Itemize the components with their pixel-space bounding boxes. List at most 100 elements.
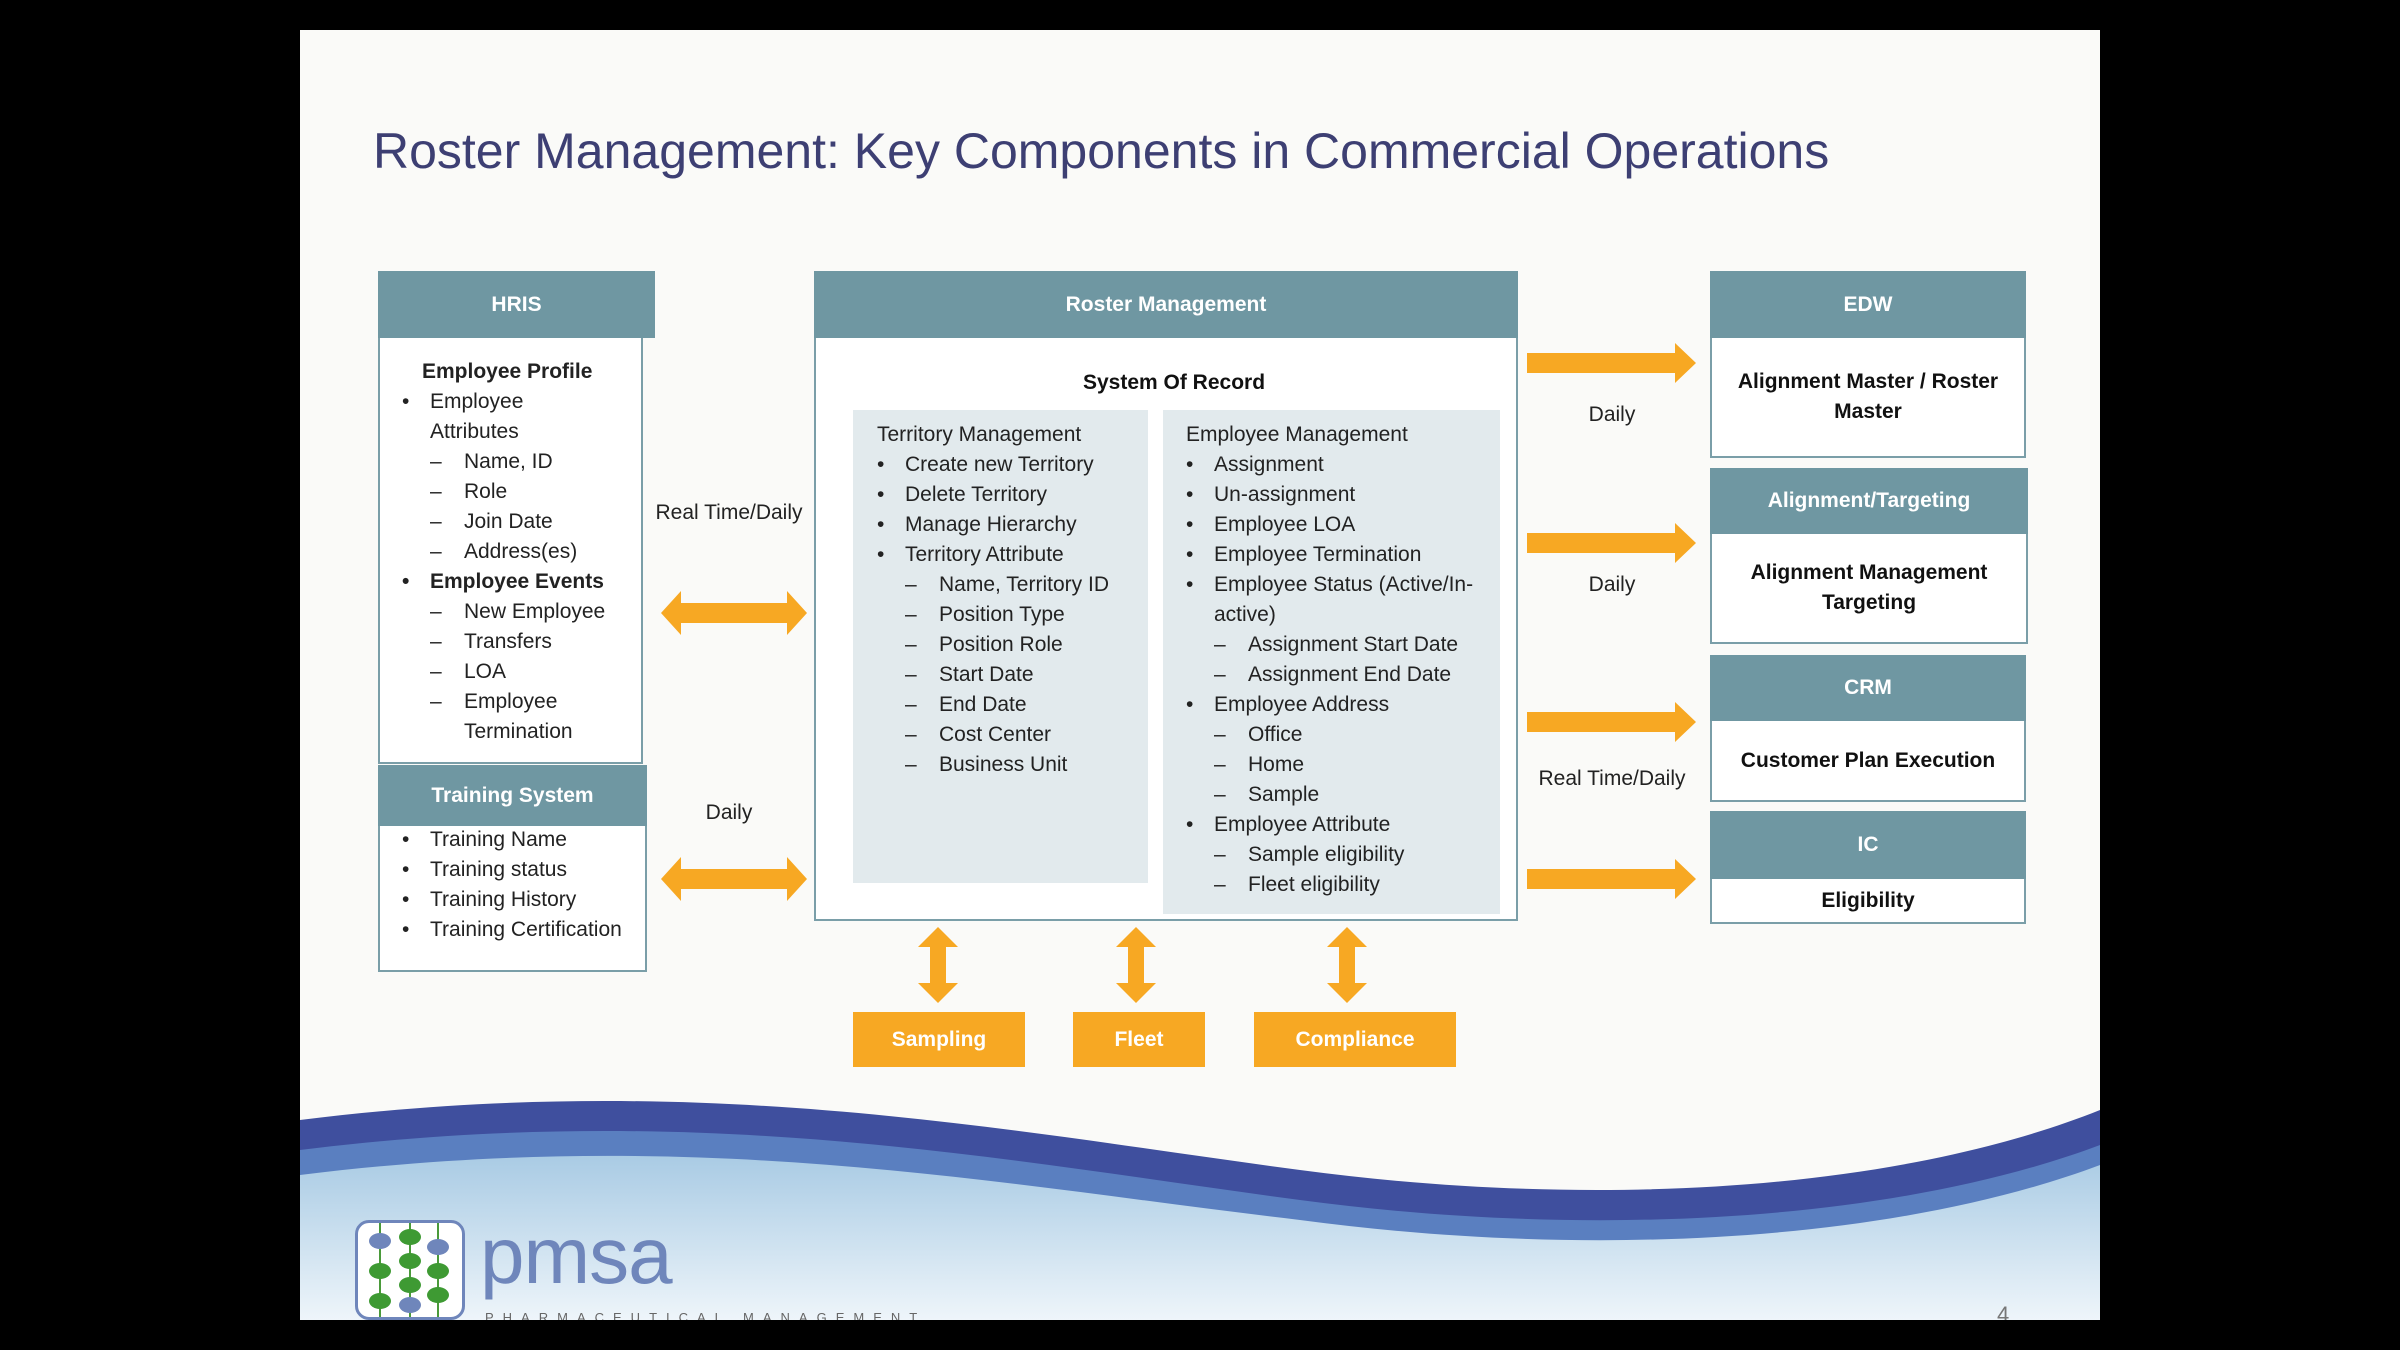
ic-header: IC xyxy=(1710,811,2026,879)
compliance-box: Compliance xyxy=(1254,1012,1456,1067)
bullet-icon: • xyxy=(877,543,885,566)
list-item-text: End Date xyxy=(939,693,1027,716)
list-heading: Employee Profile xyxy=(422,357,615,387)
sampling-box: Sampling xyxy=(853,1012,1025,1067)
dash-icon: – xyxy=(1214,753,1226,776)
employee-list: Employee Management • Assignment • Un-assign… xyxy=(1186,420,1494,900)
label-alignment-sync: Daily xyxy=(1588,573,1636,596)
list-item: –Fleet eligibility xyxy=(1214,870,1494,900)
list-item-text: Employee Profile xyxy=(422,360,593,383)
bullet-icon: • xyxy=(1186,573,1194,596)
dash-icon: – xyxy=(905,693,917,716)
bullet-icon: • xyxy=(1186,483,1194,506)
list-item-text: Fleet eligibility xyxy=(1248,873,1380,896)
bullet-icon: • xyxy=(402,570,410,593)
list-item: •Training History xyxy=(402,885,625,915)
list-item-text: New Employee xyxy=(464,600,606,623)
list-item: –Assignment End Date xyxy=(1214,660,1494,690)
dash-icon: – xyxy=(905,633,917,656)
edw-body: Alignment Master / Roster Master xyxy=(1710,338,2026,458)
list-item-text: Cost Center xyxy=(939,723,1052,746)
list-item: –Sample eligibility xyxy=(1214,840,1494,870)
bullet-icon: • xyxy=(877,513,885,536)
list-item-text: Name, ID xyxy=(464,450,553,473)
list-item-text: Employee Status (Active/In-active) xyxy=(1214,573,1474,626)
pmsa-logo-icon xyxy=(355,1220,465,1320)
label-crm-sync: Real Time/Daily xyxy=(1538,767,1686,790)
bullet-icon: • xyxy=(877,453,885,476)
double-arrow-horizontal-icon xyxy=(661,857,807,901)
list-item-text: Training Name xyxy=(430,828,567,851)
list-item-text: Role xyxy=(464,480,508,503)
double-arrow-vertical-icon xyxy=(1327,927,1367,1003)
list-item-text: Assignment End Date xyxy=(1248,663,1452,686)
dash-icon: – xyxy=(1214,783,1226,806)
dash-icon: – xyxy=(430,660,442,683)
list-item-text: Employee LOA xyxy=(1214,513,1356,536)
list-heading: Territory Management xyxy=(877,420,1145,450)
list-item-text: Un-assignment xyxy=(1214,483,1356,506)
list-item: •Employee Attributes xyxy=(402,387,615,447)
list-item: –End Date xyxy=(905,690,1145,720)
double-arrow-vertical-icon xyxy=(1116,927,1156,1003)
list-item-text: Home xyxy=(1248,753,1305,776)
bullet-icon: • xyxy=(402,918,410,941)
dash-icon: – xyxy=(1214,633,1226,656)
dash-icon: – xyxy=(1214,663,1226,686)
bullet-icon: • xyxy=(402,390,410,413)
list-item: •Training status xyxy=(402,855,625,885)
label-edw-sync: Daily xyxy=(1588,403,1636,426)
dash-icon: – xyxy=(905,663,917,686)
slide: Roster Management: Key Components in Com… xyxy=(300,30,2100,1320)
list-item-text: Training status xyxy=(430,858,567,881)
list-item-text: Transfers xyxy=(464,630,552,653)
dash-icon: – xyxy=(430,510,442,533)
list-item: –Employee Termination xyxy=(430,687,615,747)
page-number: 4 xyxy=(1997,1302,2010,1320)
list-item-text: Employee Termination xyxy=(1214,543,1422,566)
bullet-icon: • xyxy=(877,483,885,506)
dash-icon: – xyxy=(905,603,917,626)
list-item-text: Office xyxy=(1248,723,1303,746)
list-item-text: Employee Attribute xyxy=(1214,813,1391,836)
territory-panel xyxy=(853,410,1148,883)
slide-title: Roster Management: Key Components in Com… xyxy=(373,123,1830,179)
list-item-text: Employee Termination xyxy=(464,690,573,743)
list-item-text: LOA xyxy=(464,660,507,683)
list-item-text: Name, Territory ID xyxy=(939,573,1109,596)
list-item: –Name, Territory ID xyxy=(905,570,1145,600)
list-item-text: Training Certification xyxy=(430,918,622,941)
list-item-text: Assignment xyxy=(1214,453,1324,476)
crm-header: CRM xyxy=(1710,655,2026,721)
list-item: • Employee Events xyxy=(402,567,615,597)
training-header: Training System xyxy=(378,765,647,826)
dash-icon: – xyxy=(430,480,442,503)
list-item-text: Join Date xyxy=(464,510,553,533)
list-item: –Position Role xyxy=(905,630,1145,660)
list-item: –Assignment Start Date xyxy=(1214,630,1494,660)
list-item-text: Create new Territory xyxy=(905,453,1094,476)
list-item: •Employee Address xyxy=(1186,690,1494,720)
dash-icon: – xyxy=(905,573,917,596)
list-heading: Employee Management xyxy=(1186,420,1494,450)
list-item-text: Delete Territory xyxy=(905,483,1047,506)
fleet-box: Fleet xyxy=(1073,1012,1205,1067)
dash-icon: – xyxy=(905,723,917,746)
list-item: –New Employee xyxy=(430,597,615,627)
list-item: •Training Name xyxy=(402,825,625,855)
label-training-sync: Daily xyxy=(705,801,753,824)
dash-icon: – xyxy=(430,600,442,623)
list-item: –Name, ID xyxy=(430,447,615,477)
edw-header: EDW xyxy=(1710,271,2026,338)
hris-header: HRIS xyxy=(378,271,655,338)
list-item-text: Training History xyxy=(430,888,577,911)
list-item: –Role xyxy=(430,477,615,507)
territory-list: Territory Management • Create new Territor… xyxy=(877,420,1145,780)
alignment-header: Alignment/Targeting xyxy=(1710,468,2028,534)
arrow-right-icon xyxy=(1527,702,1696,742)
dash-icon: – xyxy=(430,630,442,653)
bullet-icon: • xyxy=(1186,813,1194,836)
list-item-text: Business Unit xyxy=(939,753,1068,776)
list-item-text: Employee Events xyxy=(430,570,604,593)
list-item-text: Position Role xyxy=(939,633,1063,656)
